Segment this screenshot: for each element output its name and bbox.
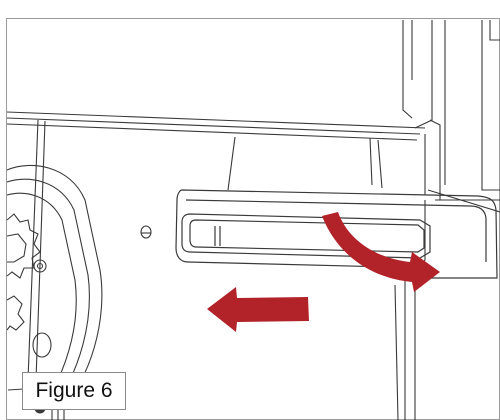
- figure-caption: Figure 6: [22, 372, 126, 410]
- screw-hole: [140, 225, 152, 239]
- upper-housing: [6, 20, 500, 381]
- rotate-down-arrow: [322, 212, 440, 292]
- gear-cluster: [6, 213, 52, 358]
- slide-left-arrow: [207, 287, 309, 332]
